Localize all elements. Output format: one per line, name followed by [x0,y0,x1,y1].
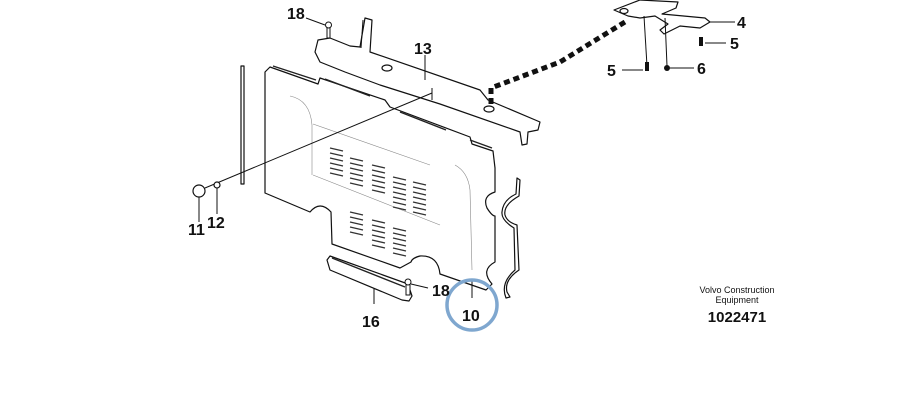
screw-5-right [699,37,703,46]
louver-slot [371,224,386,229]
louver-slot [349,172,364,177]
louver-slot [392,237,407,242]
louver-slot [329,147,344,152]
louver-slot [392,201,407,206]
louver-slot [349,221,364,226]
callout-16[interactable]: 16 [362,314,380,331]
louver-slot [371,174,386,179]
knob-part-11[interactable] [192,184,206,198]
louver-slot [371,179,386,184]
callout-11[interactable]: 11 [188,222,205,239]
louver-slot [392,247,407,252]
louver-slot [349,226,364,231]
louver-slot [392,206,407,211]
louver-slot [392,227,407,232]
bolt-18-bottom [404,278,412,296]
louver-slot [412,201,427,206]
louver-slot [412,196,427,201]
louver-slot [392,232,407,237]
louver-slot [412,186,427,191]
callout-12[interactable]: 12 [207,215,225,232]
callout-10[interactable]: 10 [462,308,480,325]
louver-slot [329,167,344,172]
louver-slot [371,184,386,189]
dashed-connector [488,19,627,104]
louver-slot [371,164,386,169]
callout-18-bottom[interactable]: 18 [432,283,450,300]
louver-slot [412,211,427,216]
bolt-18-top [325,21,332,39]
louver-slot [349,157,364,162]
drawing-number: 1022471 [708,309,766,326]
louver-slot [392,252,407,257]
callout-13[interactable]: 13 [414,41,432,58]
louver-slot [412,206,427,211]
rail-part-13[interactable] [314,17,541,146]
louver-slot [371,244,386,249]
louver-slot [329,172,344,177]
louver-slot [349,231,364,236]
screw-5-left [645,62,649,71]
callout-18-top[interactable]: 18 [287,6,305,23]
louver-slot [329,157,344,162]
louver-slot [349,216,364,221]
louver-slot [329,152,344,157]
highlight-circle [445,278,499,332]
louver-slot [349,211,364,216]
louver-slot [371,219,386,224]
washer-part-12[interactable] [213,181,221,189]
strip-part-16[interactable] [326,255,413,304]
louver-slot [371,239,386,244]
louver-slot [392,181,407,186]
louver-slot [349,167,364,172]
louver-slot [392,186,407,191]
louver-slot [392,176,407,181]
callout-4[interactable]: 4 [737,15,746,32]
nut-6 [664,65,670,71]
louver-grid [329,147,427,257]
louver-slot [349,162,364,167]
seal-strip-left [240,65,245,185]
callout-5-left[interactable]: 5 [607,63,616,80]
louver-slot [349,177,364,182]
louver-slot [412,181,427,186]
callout-5-right[interactable]: 5 [730,36,739,53]
louver-slot [412,191,427,196]
louver-slot [329,162,344,167]
panel-part-10[interactable] [264,65,496,291]
seal-strip-right [501,177,521,299]
brand-line-2: Equipment [715,295,759,305]
louver-slot [371,169,386,174]
louver-slot [349,182,364,187]
brand-line-1: Volvo Construction [699,285,774,295]
louver-slot [371,234,386,239]
louver-slot [392,196,407,201]
louver-slot [371,189,386,194]
callout-6[interactable]: 6 [697,61,706,78]
louver-slot [392,242,407,247]
louver-slot [371,229,386,234]
bracket-part-4[interactable] [613,0,711,35]
louver-slot [392,191,407,196]
